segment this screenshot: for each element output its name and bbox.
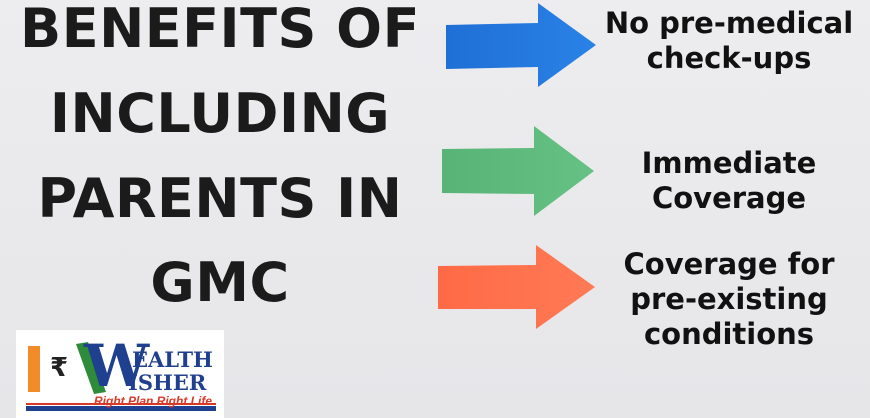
arrow-shape-orange bbox=[438, 245, 595, 329]
logo-underline-accent bbox=[26, 403, 216, 405]
heading-line-3: PARENTS IN bbox=[37, 167, 403, 230]
arrow-right-icon bbox=[438, 245, 595, 329]
benefit-1-line-1: No pre-medical bbox=[604, 6, 854, 40]
logo-initial: W bbox=[84, 332, 150, 400]
arrow-shape-blue bbox=[446, 3, 596, 87]
heading-line-1: BENEFITS OF bbox=[20, 0, 420, 60]
logo-text-top: EALTH bbox=[132, 347, 213, 372]
benefit-2-line-1: Immediate bbox=[641, 146, 817, 180]
rupee-icon: ₹ bbox=[50, 353, 69, 383]
heading-line-4: GMC bbox=[150, 251, 290, 314]
benefit-no-pre-medical: No pre-medical check-ups bbox=[598, 6, 860, 76]
benefit-3-line-2: pre-existing bbox=[630, 282, 828, 316]
benefit-2-line-2: Coverage bbox=[651, 181, 807, 215]
arrow-right-icon bbox=[446, 3, 596, 87]
benefit-1-line-2: check-ups bbox=[646, 41, 812, 75]
benefit-pre-existing: Coverage for pre-existing conditions bbox=[598, 247, 860, 352]
logo-orange-bar bbox=[28, 346, 40, 392]
benefit-3-line-3: conditions bbox=[643, 317, 815, 351]
heading-line-2: INCLUDING bbox=[49, 82, 391, 145]
logo-green-bar bbox=[76, 342, 106, 394]
benefit-immediate-coverage: Immediate Coverage bbox=[598, 146, 860, 216]
arrow-right-icon bbox=[442, 126, 594, 216]
wealth-wisher-logo: ₹ W EALTH ISHER Right Plan Right Life bbox=[16, 330, 224, 418]
benefit-3-line-1: Coverage for bbox=[623, 247, 835, 281]
logo-graphic bbox=[26, 342, 216, 411]
logo-tagline: Right Plan Right Life bbox=[94, 394, 212, 408]
logo-text-bottom: ISHER bbox=[128, 370, 207, 395]
arrow-shape-green bbox=[442, 126, 594, 216]
logo-underline bbox=[26, 406, 216, 411]
